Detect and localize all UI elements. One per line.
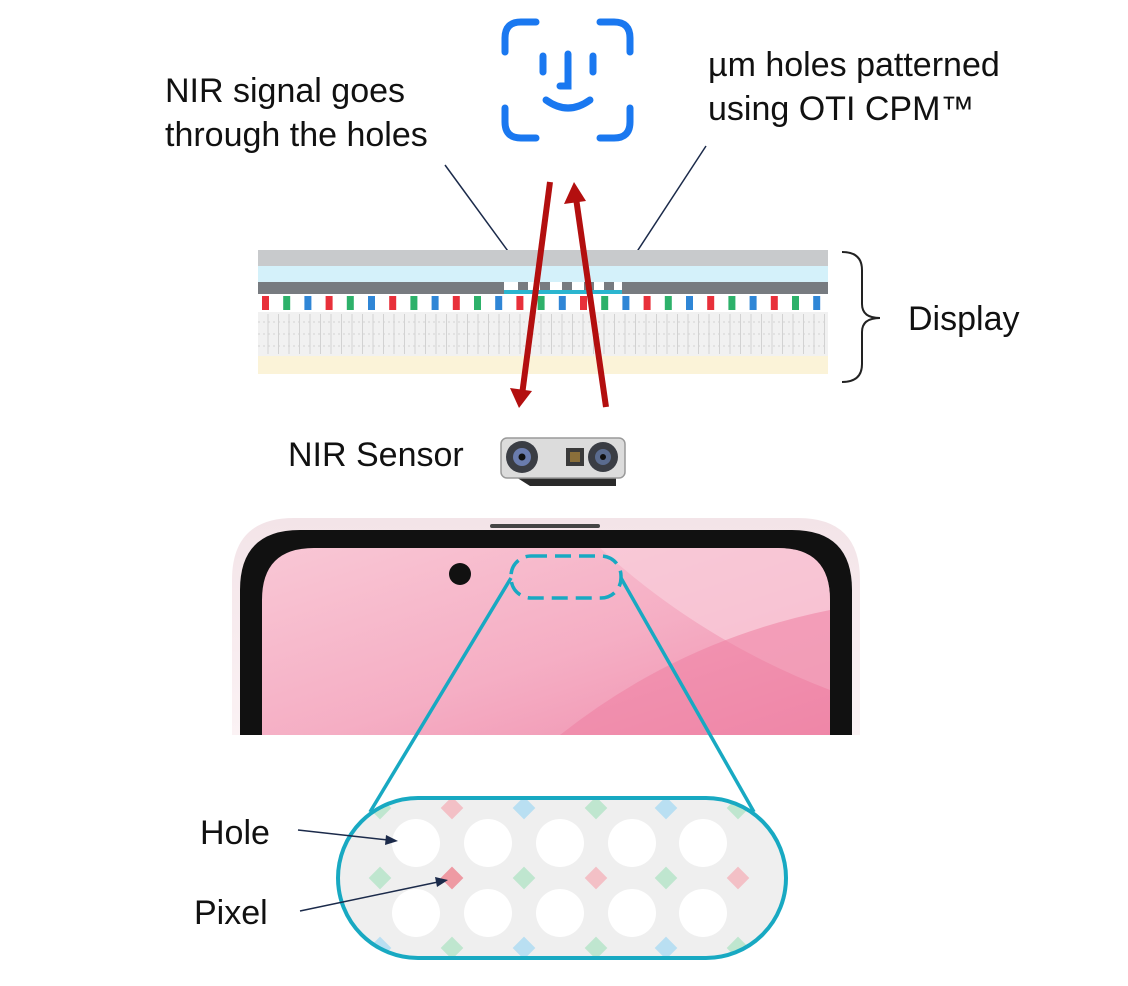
display-stack [258, 250, 828, 374]
subpixel [601, 296, 609, 310]
pixel-diamond [654, 866, 678, 890]
hole-grid [392, 819, 727, 937]
display-label: Display [908, 300, 1020, 338]
hole [464, 889, 512, 937]
phone-top [232, 518, 860, 735]
subpixel [474, 296, 481, 310]
subpixel [262, 296, 269, 310]
subpixel [728, 296, 736, 310]
subpixel [304, 296, 312, 310]
subpixel [813, 296, 821, 310]
subpixel [516, 296, 524, 310]
nir-signal-label-line1: NIR signal goes [165, 72, 406, 110]
pixel-label: Pixel [194, 894, 268, 932]
subpixel [749, 296, 757, 310]
display-brace [841, 251, 881, 383]
subpixel [410, 296, 418, 310]
subpixel [346, 296, 354, 310]
subpixel [495, 296, 503, 310]
hole [464, 819, 512, 867]
hole [536, 819, 584, 867]
pixel-diamond [512, 936, 536, 958]
encapsulation-layer [258, 266, 828, 282]
nir-signal-label-line2: through the holes [165, 116, 428, 154]
face-id-icon [501, 18, 634, 142]
subpixel [325, 296, 333, 310]
subpixel [389, 296, 397, 310]
pixel-pointer-line [299, 881, 439, 912]
subpixel [622, 296, 630, 310]
hole [679, 889, 727, 937]
subpixel [664, 296, 672, 310]
hole [392, 889, 440, 937]
nir-return-arrow [573, 197, 609, 408]
subpixel [368, 296, 375, 310]
hole [608, 819, 656, 867]
hole-label: Hole [200, 814, 270, 852]
nir-outgoing-arrowhead [510, 388, 532, 408]
subpixel [707, 296, 715, 310]
tft-backplane-pattern [258, 314, 828, 354]
um-holes-label-line1: µm holes patterned [708, 46, 1000, 84]
zoom-line-right [619, 577, 756, 813]
subpixel [580, 296, 587, 310]
front-camera-dot [449, 563, 471, 585]
pixel-diamond [654, 798, 678, 820]
subpixel [452, 296, 460, 310]
nir-return-arrowhead [564, 182, 586, 204]
hole [679, 819, 727, 867]
subpixel [686, 296, 693, 310]
pixel-diamond [440, 798, 464, 820]
subpixel [643, 296, 651, 310]
nir-sensor-label: NIR Sensor [288, 436, 464, 474]
subpixel [431, 296, 439, 310]
pixel-diamond [726, 866, 750, 890]
zoom-region-outline [509, 554, 623, 600]
hole-pointer-line [297, 829, 389, 841]
subpixel [770, 296, 778, 310]
subpixel [283, 296, 291, 310]
subpixel [792, 296, 799, 310]
pixel-diamond-highlight [440, 866, 464, 890]
pixel-diamond [512, 866, 536, 890]
hole [392, 819, 440, 867]
pixel-diamond [584, 866, 608, 890]
hole [608, 889, 656, 937]
magnified-pixel-view [336, 796, 788, 960]
hole [536, 889, 584, 937]
subpixel [537, 296, 545, 310]
pixel-diamond [440, 936, 464, 958]
pixel-diamond [368, 866, 392, 890]
screen-wallpaper-swoosh [560, 548, 830, 735]
nir-outgoing-arrow [519, 181, 553, 396]
zoom-line-left [368, 577, 513, 813]
pixel-diamond [584, 936, 608, 958]
patterned-cathode-layer [258, 282, 828, 294]
substrate-layer [258, 356, 828, 374]
pixel-pointer-arrowhead [435, 877, 448, 887]
subpixel [558, 296, 566, 310]
hole-pointer-arrowhead [385, 835, 398, 845]
nir-camera-module-icon [500, 437, 626, 486]
um-holes-label-line2: using OTI CPM™ [708, 90, 975, 128]
pixel-diamond [512, 798, 536, 820]
pixel-diamond [584, 798, 608, 820]
pixel-diamond [654, 936, 678, 958]
subpixel-row [262, 296, 821, 310]
